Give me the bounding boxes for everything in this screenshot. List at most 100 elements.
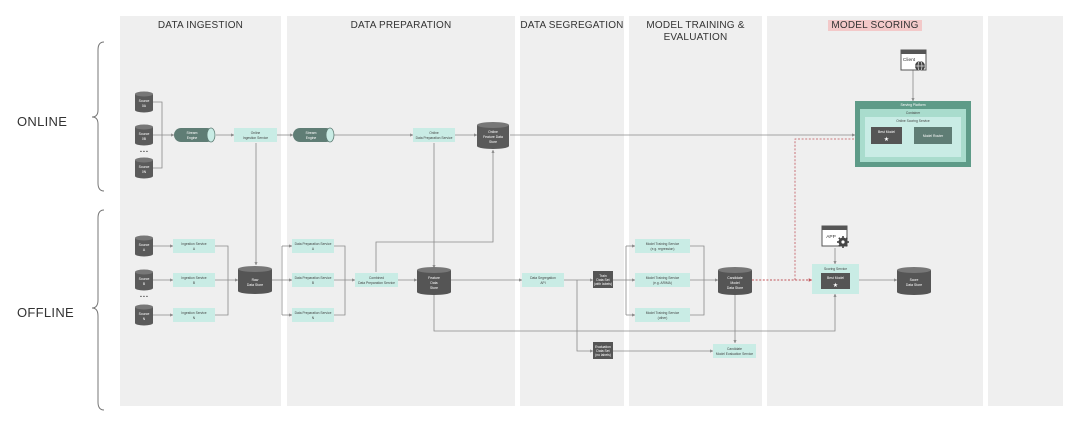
offline-source-b: Source B — [135, 269, 153, 291]
svg-text:(e.g. ARIMA): (e.g. ARIMA) — [653, 281, 672, 285]
svg-text:Source: Source — [139, 277, 150, 281]
svg-text:Data: Data — [430, 281, 437, 285]
column-title-training-line2: EVALUATION — [663, 32, 728, 43]
svg-text:APP: APP — [826, 234, 836, 240]
online-source-0n: Source 0N — [135, 157, 153, 179]
svg-text:0A: 0A — [142, 104, 147, 108]
svg-text:Source: Source — [139, 165, 150, 169]
offline-source-a: Source A — [135, 235, 153, 257]
svg-text:A: A — [143, 248, 146, 252]
model-training-service-arima: Model Training Service (e.g. ARIMA) — [635, 273, 690, 287]
svg-text:Source: Source — [139, 132, 150, 136]
column-title-segregation: DATA SEGREGATION — [520, 20, 624, 31]
svg-text:Stream: Stream — [187, 131, 198, 135]
column-title-training: MODEL TRAINING & EVALUATION — [629, 20, 762, 44]
svg-text:Data Set: Data Set — [596, 349, 609, 353]
online-data-preparation-service: Online Data Preparation Service — [413, 128, 455, 142]
column-band-scoring — [767, 16, 983, 406]
svg-text:★: ★ — [833, 282, 838, 289]
svg-text:N: N — [312, 316, 315, 320]
svg-text:Evaluation: Evaluation — [595, 345, 611, 349]
score-data-store: Score Data Store — [897, 267, 931, 295]
svg-text:Source: Source — [139, 243, 150, 247]
column-band-extra — [988, 16, 1063, 406]
svg-text:Container: Container — [906, 111, 921, 115]
feature-data-store: Feature Data Store — [417, 267, 451, 295]
svg-text:Combined: Combined — [369, 276, 384, 280]
column-title-training-line1: MODEL TRAINING & — [646, 20, 745, 31]
column-band-ingestion — [120, 16, 281, 406]
svg-text:Ingestion Service: Ingestion Service — [181, 276, 206, 280]
svg-text:Data Preparation Service: Data Preparation Service — [416, 136, 453, 140]
svg-text:Serving Platform: Serving Platform — [900, 103, 925, 107]
svg-text:0N: 0N — [142, 170, 147, 174]
stream-engine-preparation: Stream Engine — [293, 127, 335, 143]
svg-text:B: B — [312, 281, 315, 285]
column-title-scoring: MODEL SCORING — [767, 20, 983, 32]
online-source-dots: • • • — [140, 150, 148, 155]
data-preparation-service-a: Data Preparation Service A — [292, 239, 334, 253]
svg-text:Data Store: Data Store — [727, 286, 743, 290]
svg-text:Engine: Engine — [306, 136, 317, 140]
ingestion-service-b: Ingestion Service B — [173, 273, 215, 287]
svg-text:Data Preparation Service: Data Preparation Service — [295, 311, 332, 315]
svg-text:Online Scoring Service: Online Scoring Service — [896, 119, 930, 123]
column-band-segregation — [520, 16, 624, 406]
svg-text:Best Model: Best Model — [878, 130, 895, 134]
svg-text:Feature Data: Feature Data — [483, 135, 503, 139]
ingestion-service-a: Ingestion Service A — [173, 239, 215, 253]
svg-text:Candidate: Candidate — [727, 276, 743, 280]
svg-text:API: API — [540, 281, 545, 285]
raw-data-store: Raw Data Store — [238, 266, 272, 294]
data-segregation-api: Data Segregation API — [522, 273, 564, 287]
train-data-set: Train Data Set (with labels) — [593, 271, 613, 288]
column-title-ingestion: DATA INGESTION — [157, 20, 244, 31]
svg-text:Online: Online — [429, 131, 439, 135]
bracket-offline — [91, 209, 105, 411]
model-training-service-regression: Model Training Service (e.g. regression) — [635, 239, 690, 253]
svg-text:A: A — [312, 247, 315, 251]
svg-text:0B: 0B — [142, 137, 147, 141]
svg-text:Raw: Raw — [252, 278, 259, 282]
svg-text:Source: Source — [139, 99, 150, 103]
svg-text:Online: Online — [251, 131, 261, 135]
online-feature-data-store: Online Feature Data Store — [477, 122, 509, 149]
svg-text:Ingestion Service: Ingestion Service — [181, 311, 206, 315]
svg-text:Data Store: Data Store — [247, 283, 263, 287]
svg-text:Engine: Engine — [187, 136, 198, 140]
svg-text:Data Preparation Service: Data Preparation Service — [358, 281, 395, 285]
svg-text:Data Store: Data Store — [906, 283, 922, 287]
evaluation-data-set: Evaluation Data Set (no labels) — [593, 342, 613, 359]
svg-text:Train: Train — [599, 274, 607, 278]
svg-text:A: A — [193, 247, 196, 251]
svg-text:Data Preparation Service: Data Preparation Service — [295, 242, 332, 246]
offline-source-dots: • • • — [140, 295, 148, 300]
svg-text:Model Training Service: Model Training Service — [646, 242, 680, 246]
svg-text:Source: Source — [139, 312, 150, 316]
row-title-online: ONLINE — [17, 114, 68, 129]
column-title-scoring-text: MODEL SCORING — [828, 20, 922, 31]
svg-text:Data Set: Data Set — [596, 278, 609, 282]
data-preparation-service-b: Data Preparation Service B — [292, 273, 334, 287]
dashed-links — [752, 137, 872, 282]
online-source-0b: Source 0B — [135, 124, 153, 146]
bracket-online — [91, 41, 105, 192]
svg-text:(with labels): (with labels) — [594, 282, 612, 286]
column-band-training — [629, 16, 762, 406]
svg-text:Data Segregation: Data Segregation — [530, 276, 556, 280]
online-source-0a: Source 0A — [135, 91, 153, 113]
svg-text:Scoring Service: Scoring Service — [824, 267, 847, 271]
svg-text:Best Model: Best Model — [827, 276, 844, 280]
svg-text:Score: Score — [910, 278, 919, 282]
svg-text:Ingestion Service: Ingestion Service — [243, 136, 268, 140]
connectors — [153, 70, 915, 353]
stream-engine-ingestion: Stream Engine — [174, 127, 216, 143]
svg-text:Model: Model — [730, 281, 739, 285]
row-title-offline: OFFLINE — [17, 305, 74, 320]
offline-scoring-service: Scoring Service Best Model ★ — [812, 264, 859, 294]
svg-text:★: ★ — [884, 136, 889, 143]
svg-text:N: N — [193, 316, 196, 320]
svg-text:Model Router: Model Router — [923, 134, 944, 138]
svg-text:Candidate: Candidate — [727, 347, 742, 351]
